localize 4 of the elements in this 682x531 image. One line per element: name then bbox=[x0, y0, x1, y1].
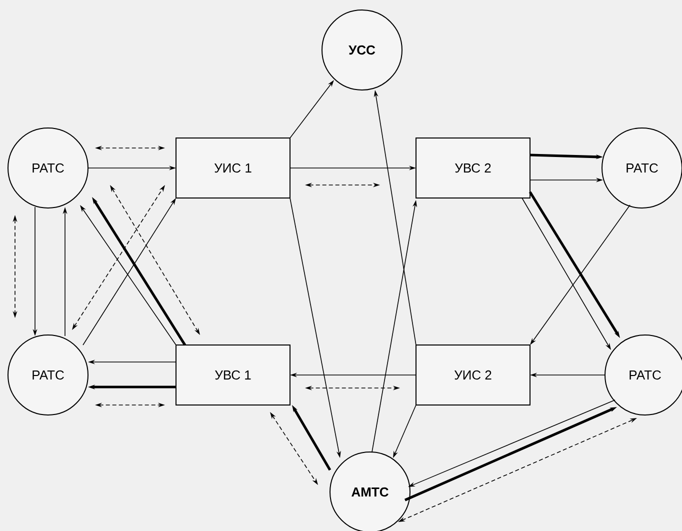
unit-box: УИС 2 bbox=[416, 344, 530, 406]
unit-box: УИС 1 bbox=[176, 138, 290, 198]
unit-box: УВС 1 bbox=[176, 344, 290, 406]
unit-box: УВС 2 bbox=[416, 138, 530, 198]
